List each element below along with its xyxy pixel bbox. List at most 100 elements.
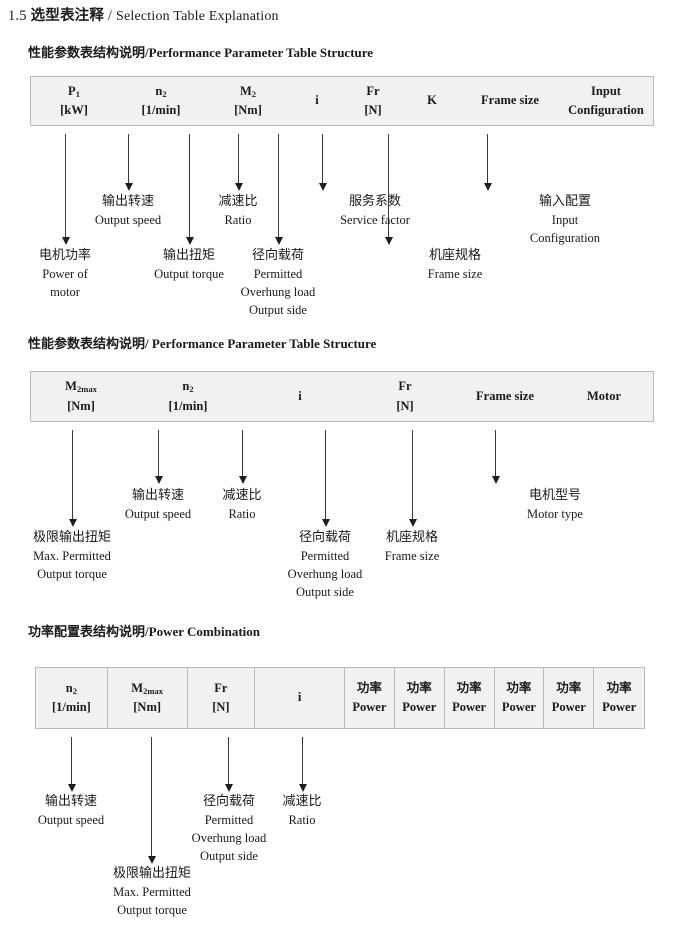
table2-col-n2-symbol: n2 <box>182 379 194 395</box>
table3-col-fr-unit: [N] <box>212 700 230 714</box>
section-1-heading-sep: / <box>145 45 149 60</box>
label-en-1: Motor type <box>527 506 583 521</box>
table2-col-frame-size-label: Frame size <box>476 388 534 403</box>
arrow-table1-service-factor <box>318 134 327 191</box>
label-en-1: Frame size <box>384 548 440 563</box>
arrow-table3-output-speed <box>67 737 76 792</box>
section-3-heading-sep: / <box>145 624 149 639</box>
performance-parameter-table-2: M2max [Nm] n2 [1/min] i Fr [N] Frame siz… <box>30 371 654 422</box>
arrow-table3-max-output-torque <box>147 737 156 864</box>
label-table1-service-factor: 服务系数 Service factor <box>317 192 433 229</box>
label-cn: 机座规格 <box>385 529 438 544</box>
table3-col-power-1: 功率 Power <box>345 668 395 728</box>
label-en-1: Permitted <box>253 266 303 281</box>
table1-col-n2: n2 [1/min] <box>117 77 205 125</box>
table3-col-power-5-cn: 功率 <box>556 680 582 695</box>
label-en-1: Input <box>551 212 579 227</box>
label-cn: 电机型号 <box>528 487 581 502</box>
label-en-3: Output side <box>296 585 354 600</box>
label-cn: 减速比 <box>282 793 322 808</box>
label-table2-ratio: 减速比 Ratio <box>202 486 282 523</box>
table3-col-power-4: 功率 Power <box>495 668 545 728</box>
table2-col-m2max: M2max [Nm] <box>31 372 131 421</box>
table1-col-frame-size: Frame size <box>461 77 559 125</box>
section-1-heading-en: Performance Parameter Table Structure <box>148 45 374 60</box>
table1-col-p1-unit: [kW] <box>60 103 88 117</box>
table3-col-power-4-en: Power <box>501 700 536 714</box>
table3-col-m2max: M2max [Nm] <box>108 668 188 728</box>
table1-col-p1: P1 [kW] <box>31 77 117 125</box>
label-en-1: Ratio <box>288 812 316 827</box>
table2-col-n2: n2 [1/min] <box>131 372 245 421</box>
label-en-1: Output torque <box>154 266 224 281</box>
label-en-1: Max. Permitted <box>113 884 191 899</box>
section-2-heading-sep: / <box>145 336 149 351</box>
arrow-table1-input-configuration <box>483 134 492 191</box>
subscript: 1 <box>75 88 80 99</box>
table1-col-input-line2: Configuration <box>568 103 644 117</box>
table3-col-n2-unit: [1/min] <box>51 700 91 714</box>
section-number: 1.5 <box>8 8 27 24</box>
table1-col-m2-symbol: M2 <box>239 83 257 99</box>
table3-col-n2-symbol: n2 <box>65 680 77 696</box>
label-table2-motor-type: 电机型号 Motor type <box>496 486 614 523</box>
label-en-2: Output torque <box>117 902 187 917</box>
table1-col-n2-unit: [1/min] <box>141 103 181 117</box>
label-table2-overhung-load: 径向载荷 Permitted Overhung load Output side <box>268 528 382 601</box>
table2-col-fr: Fr [N] <box>355 372 455 421</box>
table1-col-fr: Fr [N] <box>343 77 403 125</box>
table1-col-k: K <box>403 77 461 125</box>
label-en-2: Overhung load <box>287 566 363 581</box>
label-cn: 机座规格 <box>428 247 481 262</box>
table1-col-n2-symbol: n2 <box>155 83 167 99</box>
arrow-table1-frame-size <box>384 134 393 245</box>
table2-col-i-symbol: i <box>298 388 302 403</box>
label-cn: 径向载荷 <box>251 247 304 262</box>
arrow-table2-ratio <box>238 430 247 484</box>
label-en-1: Power of <box>42 266 88 281</box>
table2-col-frame-size: Frame size <box>455 372 555 421</box>
label-en-1: Output speed <box>37 812 105 827</box>
label-table1-ratio: 减速比 Ratio <box>196 192 280 229</box>
table3-col-power-4-cn: 功率 <box>506 680 532 695</box>
label-en-1: Output speed <box>94 212 162 227</box>
table3-col-m2max-symbol: M2max <box>131 680 163 696</box>
page-title: 1.5 选型表注释 / Selection Table Explanation <box>8 4 279 25</box>
section-3-heading: 功率配置表结构说明/Power Combination <box>28 621 260 640</box>
subscript: 2 <box>72 685 77 696</box>
label-en-1: Service factor <box>340 212 410 227</box>
table1-col-fr-unit: [N] <box>364 103 382 117</box>
label-en-1: Max. Permitted <box>33 548 111 563</box>
label-en-1: Permitted <box>204 812 254 827</box>
label-table2-max-output-torque: 极限输出扭矩 Max. Permitted Output torque <box>16 528 128 583</box>
label-table1-overhung-load: 径向载荷 Permitted Overhung load Output side <box>221 246 335 319</box>
label-cn: 输入配置 <box>538 193 591 208</box>
label-en-2: motor <box>50 284 80 299</box>
table3-col-fr: Fr [N] <box>188 668 256 728</box>
table3-col-power-2: 功率 Power <box>395 668 445 728</box>
table3-col-power-5-en: Power <box>551 700 586 714</box>
label-en-2: Overhung load <box>240 284 316 299</box>
arrow-table2-max-output-torque <box>68 430 77 527</box>
label-table1-output-torque: 输出扭矩 Output torque <box>129 246 249 283</box>
label-en-1: Ratio <box>228 506 256 521</box>
table3-col-power-6-cn: 功率 <box>606 680 632 695</box>
table3-col-i: i <box>255 668 345 728</box>
table3-col-power-5: 功率 Power <box>544 668 595 728</box>
table3-col-power-1-cn: 功率 <box>356 680 382 695</box>
table1-col-fr-symbol: Fr <box>366 83 380 98</box>
label-cn: 极限输出扭矩 <box>112 865 191 880</box>
label-en-3: Output side <box>249 303 307 318</box>
arrow-table1-ratio <box>234 134 243 191</box>
subscript: 2 <box>162 88 167 99</box>
label-en-1: Permitted <box>300 548 350 563</box>
label-table3-ratio: 减速比 Ratio <box>262 792 342 829</box>
label-cn: 减速比 <box>218 193 258 208</box>
section-3-heading-en: Power Combination <box>148 624 260 639</box>
table1-col-frame-size-label: Frame size <box>481 93 539 108</box>
arrow-table2-frame-size <box>408 430 417 527</box>
table3-col-power-3: 功率 Power <box>445 668 495 728</box>
title-separator: / <box>107 8 113 24</box>
table3-col-power-3-cn: 功率 <box>456 680 482 695</box>
